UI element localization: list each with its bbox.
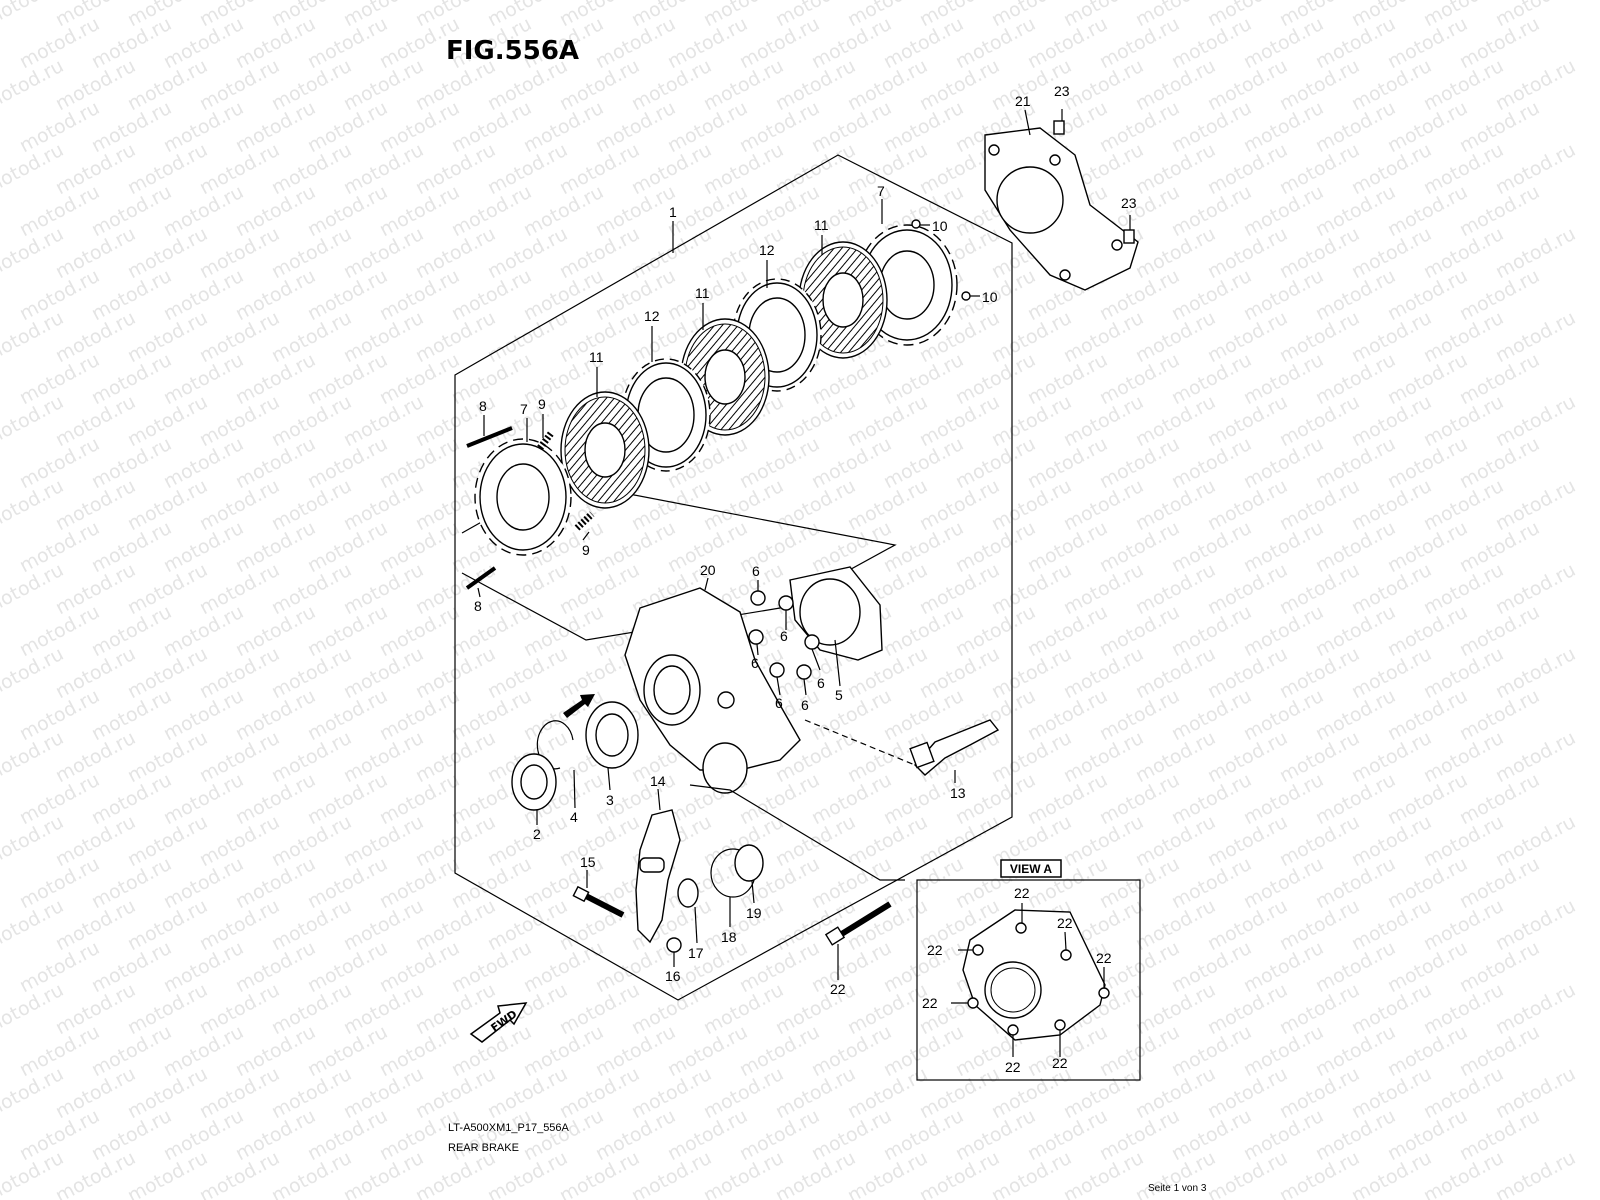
callout-8-top: 8 <box>479 398 487 414</box>
callout-1: 1 <box>669 204 677 220</box>
part-21-hole <box>988 144 1000 156</box>
callout-17: 17 <box>688 945 704 961</box>
callout-22-bolt: 22 <box>830 981 846 997</box>
callout-11-right: 11 <box>814 217 829 233</box>
callout-6-c: 6 <box>751 655 759 671</box>
callout-9-top: 9 <box>538 396 546 412</box>
callout-18: 18 <box>721 929 737 945</box>
callout-2: 2 <box>533 826 541 842</box>
view-a-label-box <box>1000 859 1062 878</box>
page-indicator: Seite 1 von 3 <box>1148 1183 1207 1194</box>
callout-22-view-a: 22 <box>927 942 943 958</box>
callout-6-e: 6 <box>775 695 783 711</box>
section-name: REAR BRAKE <box>448 1142 519 1154</box>
figure-title: FIG.556A <box>446 36 580 66</box>
part-13-cam-shaft <box>909 719 1000 776</box>
part-17-washer <box>677 878 699 908</box>
part-21-gasket-bore <box>996 166 1064 234</box>
model-code: LT-A500XM1_P17_556A <box>448 1122 569 1134</box>
part-8-pin-lower <box>465 566 497 590</box>
callout-7-top: 7 <box>877 183 885 199</box>
assembly-boundary-box <box>454 154 1013 1001</box>
part-2-oil-seal <box>511 753 557 811</box>
callout-23-side: 23 <box>1121 195 1137 211</box>
part-6-ball <box>769 662 785 678</box>
part-11-friction-disc-left <box>560 391 650 509</box>
callout-22-view-a: 22 <box>1052 1055 1068 1071</box>
callout-12-middle: 12 <box>644 308 660 324</box>
guide-line-view-a <box>689 784 905 881</box>
callout-22-view-a: 22 <box>1096 950 1112 966</box>
part-6-ball <box>796 664 812 680</box>
callout-15: 15 <box>580 854 596 870</box>
callout-5: 5 <box>835 687 843 703</box>
callout-10-bottom: 10 <box>982 289 998 305</box>
callout-14: 14 <box>650 773 666 789</box>
callout-10-top: 10 <box>932 218 948 234</box>
view-a-cover <box>962 909 1110 1041</box>
part-6-ball <box>750 590 766 606</box>
callout-12-right: 12 <box>759 242 775 258</box>
guide-line-part-13 <box>804 719 916 766</box>
callout-22-view-a: 22 <box>1005 1059 1021 1075</box>
part-7-lower-pressure-plate <box>474 438 572 556</box>
callout-22-view-a: 22 <box>922 995 938 1011</box>
callout-4: 4 <box>570 809 578 825</box>
part-6-ball <box>778 595 794 611</box>
part-15-bolt-head <box>572 885 590 903</box>
view-a-inset-frame <box>916 879 1141 1081</box>
part-21-hole <box>1059 269 1071 281</box>
part-21-hole <box>1049 154 1061 166</box>
direction-arrow-icon <box>563 694 595 718</box>
part-23-dowel-pin <box>1123 229 1135 244</box>
part-8-pin-upper <box>466 426 513 448</box>
part-10-nut <box>911 219 921 229</box>
fwd-arrow-icon <box>469 1002 528 1043</box>
part-7-upper-pressure-plate <box>856 224 958 346</box>
part-15-bolt <box>582 892 625 918</box>
part-21-hole <box>1111 239 1123 251</box>
callout-23-top: 23 <box>1054 83 1070 99</box>
part-22-long-bolt <box>838 901 892 938</box>
callout-11-middle: 11 <box>695 285 710 301</box>
part-9-spring-upper <box>537 429 555 451</box>
part-23-dowel-pin <box>1053 120 1065 135</box>
callout-16: 16 <box>665 968 681 984</box>
callout-9-bottom: 9 <box>582 542 590 558</box>
part-9-spring-lower <box>574 511 595 531</box>
callout-13: 13 <box>950 785 966 801</box>
part-3-bearing <box>585 701 639 769</box>
callout-leader-lines <box>477 109 1131 1057</box>
part-19-o-ring <box>734 844 764 882</box>
callout-22-view-a: 22 <box>1014 885 1030 901</box>
part-14-brake-arm <box>635 809 681 944</box>
part-22-bolt-head <box>824 926 846 946</box>
callout-8-bottom: 8 <box>474 598 482 614</box>
part-20-brake-housing <box>624 587 801 794</box>
callout-3: 3 <box>606 792 614 808</box>
callout-19: 19 <box>746 905 762 921</box>
part-16-nut <box>666 937 682 953</box>
callout-21: 21 <box>1015 93 1031 109</box>
callout-7-bottom: 7 <box>520 401 528 417</box>
callout-20: 20 <box>700 562 716 578</box>
part-6-ball <box>804 634 820 650</box>
part-6-ball <box>748 629 764 645</box>
part-10-nut <box>961 291 971 301</box>
callout-11-left: 11 <box>589 349 604 365</box>
callout-6-a: 6 <box>752 563 760 579</box>
callout-6-b: 6 <box>780 628 788 644</box>
callout-22-view-a: 22 <box>1057 915 1073 931</box>
callout-6-d: 6 <box>817 675 825 691</box>
view-a-label: VIEW A <box>1010 862 1053 876</box>
callout-6-f: 6 <box>801 697 809 713</box>
